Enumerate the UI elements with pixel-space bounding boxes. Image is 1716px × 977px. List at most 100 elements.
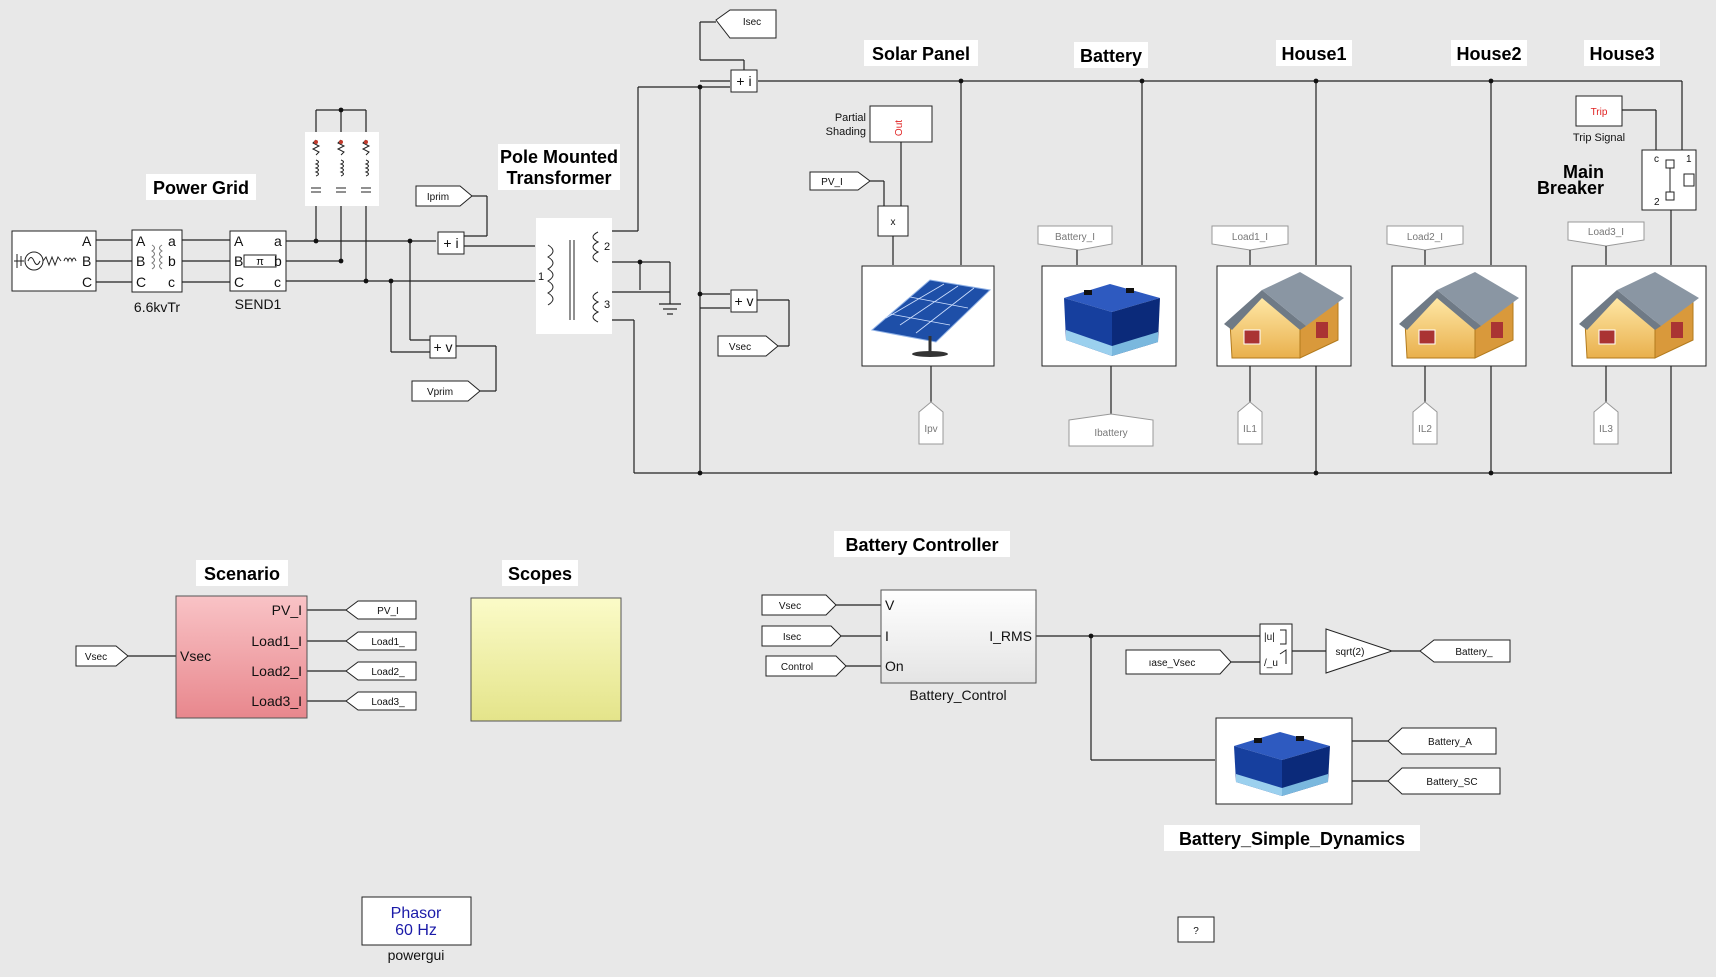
svg-text:Main: Main xyxy=(1563,162,1604,182)
svg-text:PV_I: PV_I xyxy=(821,177,843,188)
trip-block[interactable]: Trip xyxy=(1575,95,1623,127)
battery-dynamics-block[interactable] xyxy=(1215,717,1353,805)
svg-text:C: C xyxy=(234,274,244,290)
source-port-c: C xyxy=(82,274,92,290)
pole-transformer-title-2: Transformer xyxy=(506,168,611,188)
svg-text:PV_I: PV_I xyxy=(272,602,302,618)
svg-text:b: b xyxy=(168,253,176,269)
svg-text:Vsec: Vsec xyxy=(779,601,801,612)
svg-text:Isec: Isec xyxy=(743,17,761,28)
phase-vsec-from-tag[interactable]: ıase_Vsec xyxy=(1125,649,1232,675)
svg-text:sqrt(2): sqrt(2) xyxy=(1336,647,1365,658)
multiply-block[interactable]: x xyxy=(877,205,909,237)
solar-panel-block[interactable] xyxy=(861,265,995,367)
battery-simple-dynamics-title: Battery_Simple_Dynamics xyxy=(1179,829,1405,849)
svg-text:I_RMS: I_RMS xyxy=(989,628,1032,644)
partial-shading-block[interactable]: Out xyxy=(869,105,933,143)
svg-text:Ibattery: Ibattery xyxy=(1094,428,1127,439)
pole-mounted-transformer[interactable]: 1 2 3 xyxy=(536,218,612,334)
main-breaker-label: Main Breaker xyxy=(1537,162,1604,198)
svg-text:Load1_I: Load1_I xyxy=(251,633,302,649)
svg-text:Battery_A: Battery_A xyxy=(1428,737,1472,748)
iprim-goto-tag[interactable]: Iprim xyxy=(415,185,473,207)
load2-i-from-tag[interactable]: Load2_I xyxy=(1386,225,1464,251)
sqrt2-gain-block[interactable]: sqrt(2) xyxy=(1325,628,1394,674)
partial-shading-label: Partial Shading xyxy=(826,112,866,138)
scenario-output-tags[interactable]: PV_I Load1_ Load2_ Load3_ xyxy=(345,600,417,711)
main-breaker-block[interactable]: c 1 2 xyxy=(1641,149,1697,211)
isec-goto-tag[interactable]: Isec xyxy=(715,9,777,39)
secondary-current-meter[interactable]: + i xyxy=(730,69,758,93)
house2-block[interactable] xyxy=(1391,265,1527,367)
load3-i-from-tag[interactable]: Load3_I xyxy=(1567,221,1645,247)
svg-text:+ i: + i xyxy=(443,235,458,251)
svg-text:Ipv: Ipv xyxy=(924,424,937,435)
il1-goto-tag[interactable]: IL1 xyxy=(1237,401,1263,445)
vprim-goto-tag[interactable]: Vprim xyxy=(411,380,481,402)
svg-text:c: c xyxy=(168,274,175,290)
svg-text:Load3_: Load3_ xyxy=(371,697,405,708)
svg-text:PV_I: PV_I xyxy=(377,606,399,617)
svg-text:Load1_I: Load1_I xyxy=(1232,232,1268,243)
primary-current-meter[interactable]: + i xyxy=(437,231,465,255)
vsec-goto-tag[interactable]: Vsec xyxy=(717,335,779,357)
pv-i-from-tag[interactable]: PV_I xyxy=(809,171,871,191)
battery-goto-tag[interactable]: Battery_ xyxy=(1419,639,1511,663)
secondary-voltage-meter[interactable]: + v xyxy=(730,289,758,313)
battery-dynamics-goto-tags[interactable]: Battery_A Battery_SC xyxy=(1387,727,1501,795)
house2-title: House2 xyxy=(1456,44,1521,64)
battery-controller-title: Battery Controller xyxy=(845,535,998,555)
svg-text:2: 2 xyxy=(604,241,610,253)
il2-goto-tag[interactable]: IL2 xyxy=(1412,401,1438,445)
ibattery-goto-tag[interactable]: Ibattery xyxy=(1068,413,1154,447)
load1-i-from-tag[interactable]: Load1_I xyxy=(1211,225,1289,251)
svg-text:Phasor: Phasor xyxy=(391,905,442,922)
svg-text:+ i: + i xyxy=(736,73,751,89)
powergui-label: powergui xyxy=(388,947,445,963)
send1-line[interactable]: A B C a b c π xyxy=(229,230,287,292)
house1-block[interactable] xyxy=(1216,265,1352,367)
svg-text:B: B xyxy=(136,253,145,269)
svg-text:c: c xyxy=(1654,154,1659,165)
il3-goto-tag[interactable]: IL3 xyxy=(1593,401,1619,445)
transformer-6.6kv[interactable]: A B C a b c xyxy=(131,229,183,293)
svg-text:x: x xyxy=(891,217,896,228)
svg-text:B: B xyxy=(234,253,243,269)
abs-angle-block[interactable]: |u| /_u xyxy=(1259,623,1293,675)
transformer-label: 6.6kvTr xyxy=(134,299,180,315)
source-port-b: B xyxy=(82,253,91,269)
svg-text:A: A xyxy=(234,233,244,249)
battery-i-from-tag[interactable]: Battery_I xyxy=(1037,225,1113,251)
controller-input-tags[interactable]: Vsec Isec Control xyxy=(761,594,847,677)
svg-text:On: On xyxy=(885,658,904,674)
powergui-block[interactable]: Phasor 60 Hz xyxy=(361,896,472,946)
svg-text:Isec: Isec xyxy=(783,632,801,643)
primary-voltage-meter[interactable]: + v xyxy=(429,335,457,359)
rlc-loads[interactable] xyxy=(305,132,379,206)
scenario-vsec-from-tag[interactable]: Vsec xyxy=(75,645,129,667)
svg-text:V: V xyxy=(885,597,895,613)
svg-text:C: C xyxy=(136,274,146,290)
power-grid-title: Power Grid xyxy=(153,178,249,198)
house3-block[interactable] xyxy=(1571,265,1707,367)
scopes-block[interactable] xyxy=(470,597,622,722)
svg-text:Control: Control xyxy=(781,662,813,673)
svg-text:2: 2 xyxy=(1654,197,1660,208)
svg-text:A: A xyxy=(136,233,146,249)
battery-control-block[interactable]: V I On I_RMS xyxy=(880,589,1037,684)
svg-text:/_u: /_u xyxy=(1264,658,1278,669)
svg-text:IL3: IL3 xyxy=(1599,424,1613,435)
svg-text:60 Hz: 60 Hz xyxy=(395,922,437,939)
svg-text:IL2: IL2 xyxy=(1418,424,1432,435)
svg-text:Load1_: Load1_ xyxy=(371,637,405,648)
help-button[interactable]: ? xyxy=(1177,916,1215,943)
pole-transformer-title-1: Pole Mounted xyxy=(500,147,618,167)
section-titles: Power Grid Pole Mounted Transformer Sola… xyxy=(146,40,1660,851)
scenario-block[interactable]: Vsec PV_I Load1_I Load2_I Load3_I xyxy=(175,595,308,719)
battery-block[interactable] xyxy=(1041,265,1177,367)
three-phase-source[interactable]: A B C xyxy=(11,230,97,292)
svg-text:Load2_I: Load2_I xyxy=(1407,232,1443,243)
svg-text:ıase_Vsec: ıase_Vsec xyxy=(1149,658,1196,669)
svg-text:c: c xyxy=(274,274,281,290)
ipv-goto-tag[interactable]: Ipv xyxy=(918,401,944,445)
